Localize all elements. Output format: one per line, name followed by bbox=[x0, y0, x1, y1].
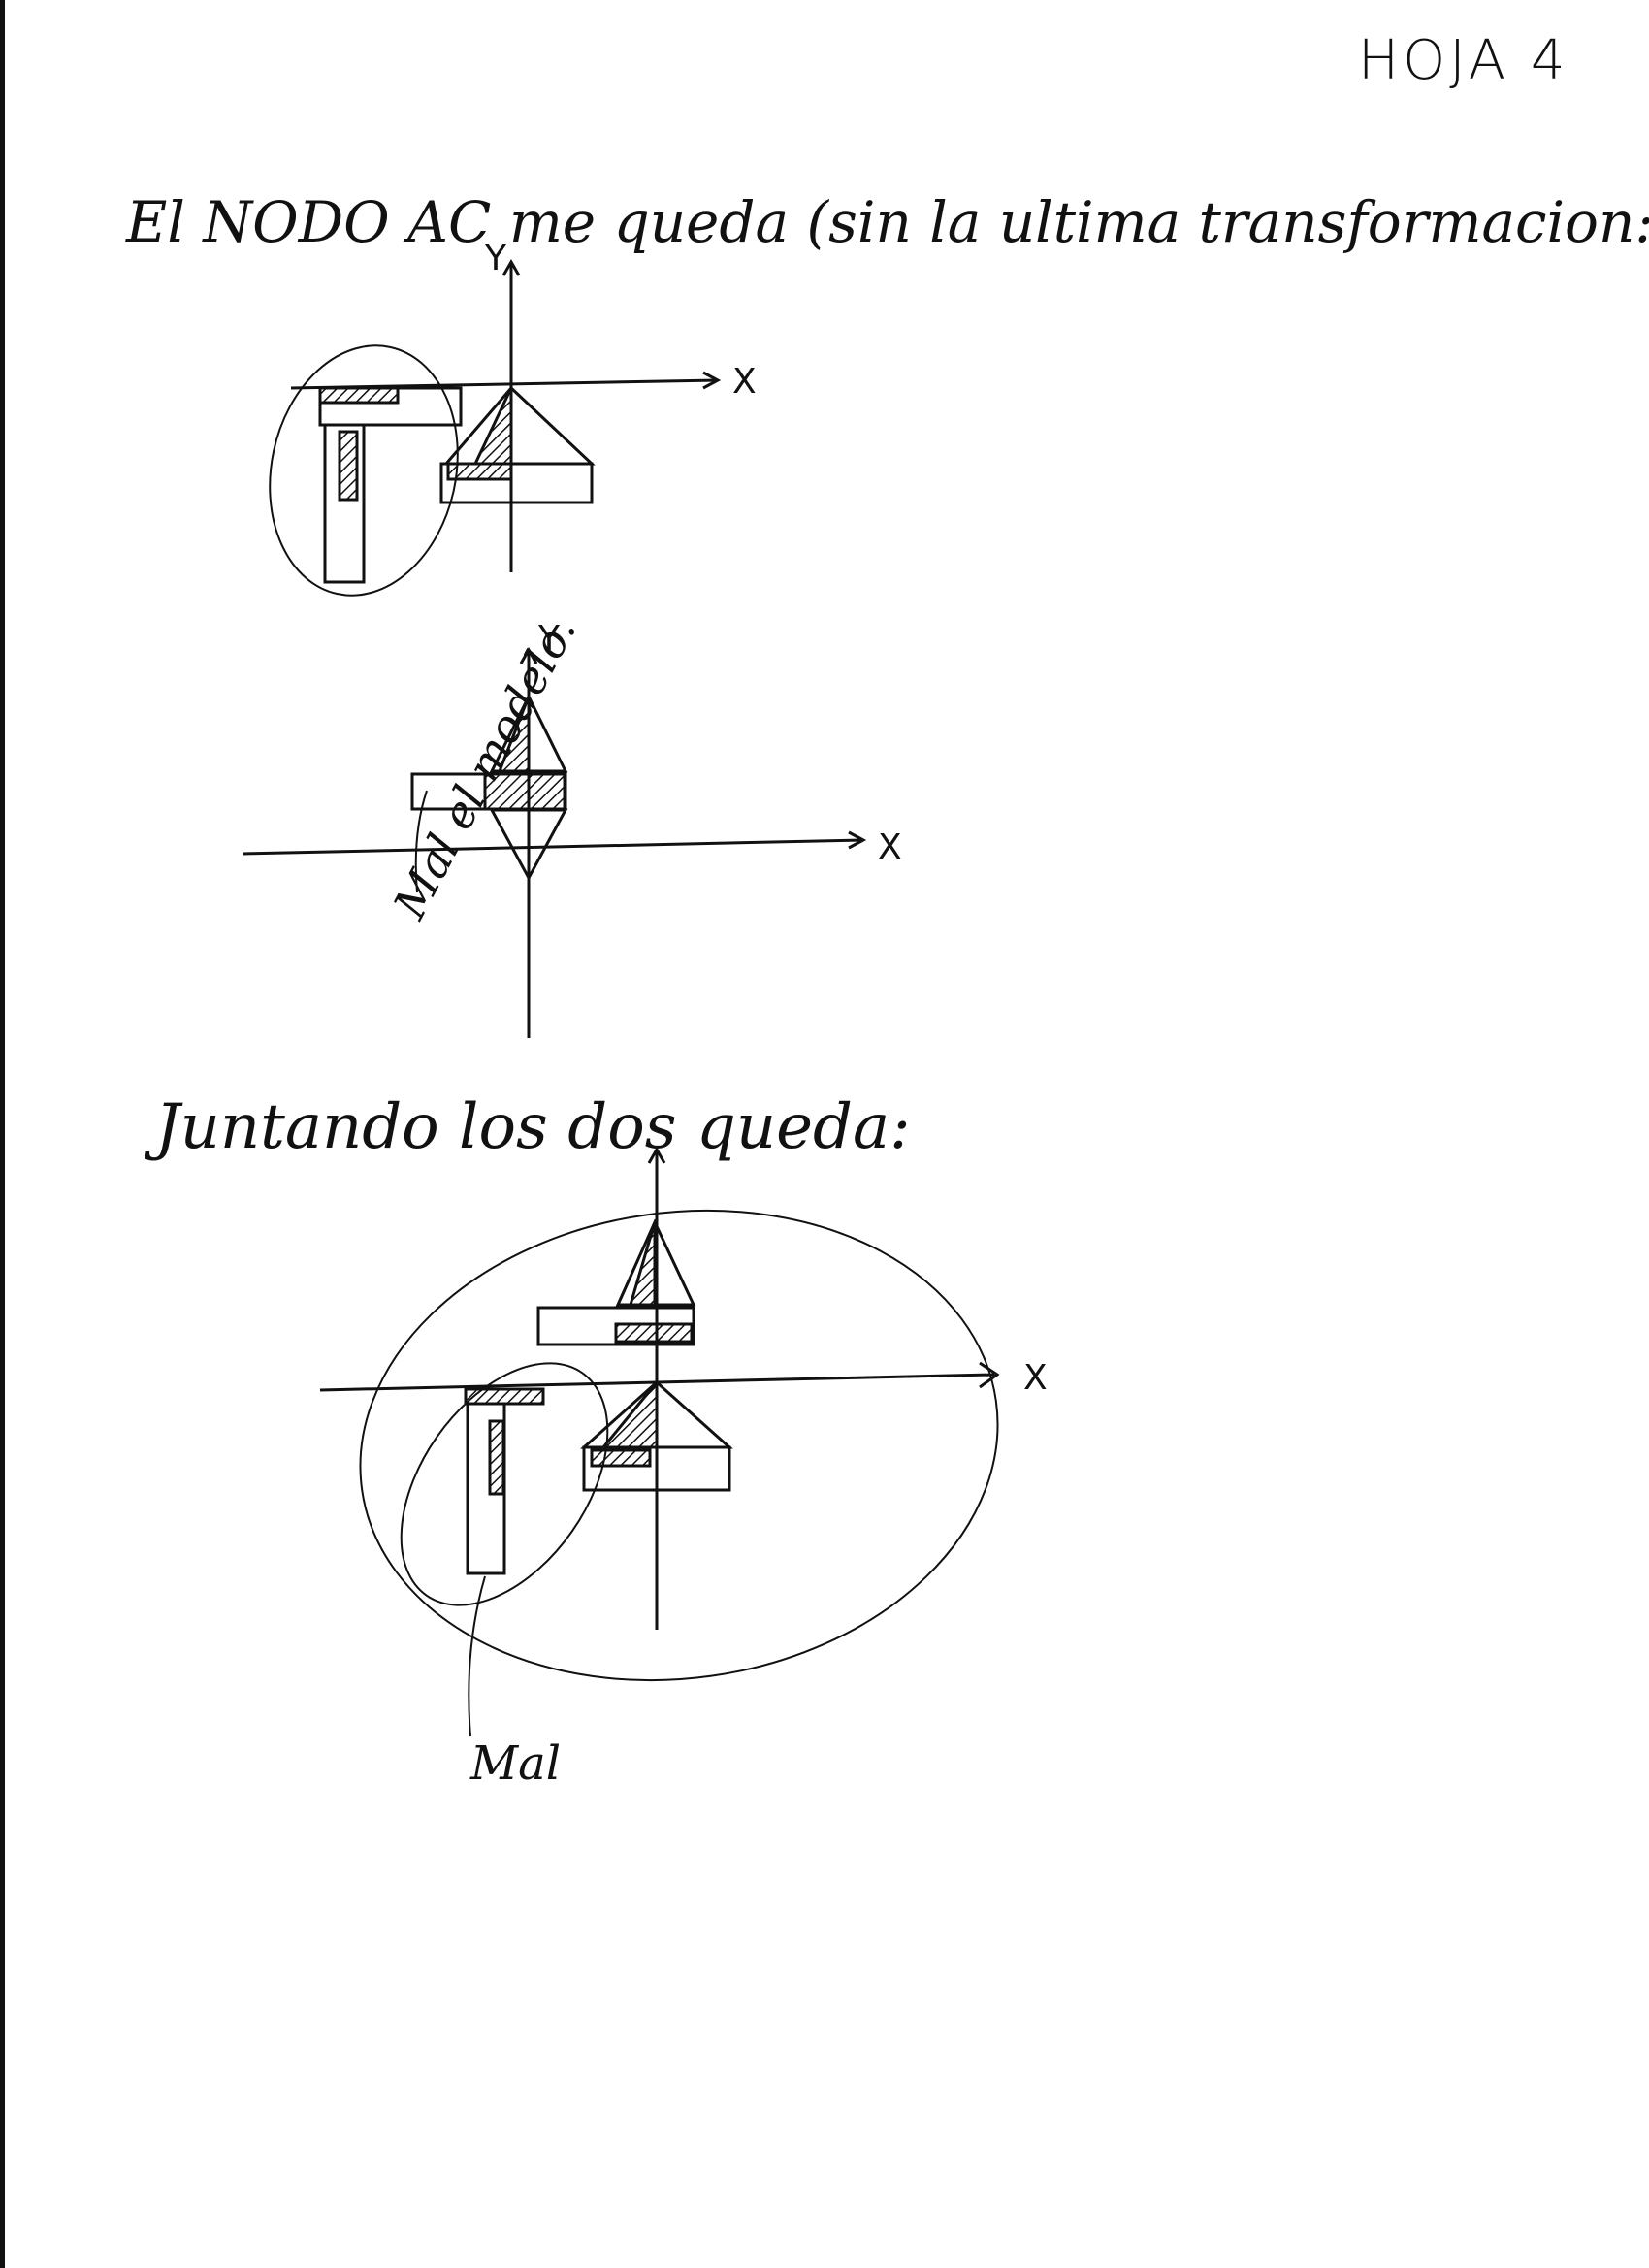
sketch-2-pointer bbox=[414, 790, 428, 893]
sketch-1-triangle-shade bbox=[472, 387, 513, 466]
sketch-1-vertical-bar bbox=[323, 423, 366, 584]
sketch-1-triangle bbox=[442, 385, 596, 466]
sketch-2-y-arrow bbox=[519, 646, 538, 664]
sketch-3-lower-bar-hatch bbox=[590, 1448, 652, 1468]
sketch-2-x-axis bbox=[242, 838, 864, 856]
sketch-1-base-bar bbox=[439, 462, 594, 504]
sketch-3-small-circle bbox=[400, 1362, 609, 1606]
sketch-2-bar-hatch bbox=[483, 772, 566, 811]
sketch-1: X Y bbox=[269, 239, 757, 597]
sketch-2-x-arrow bbox=[848, 830, 867, 850]
sketch-3-upper-shade bbox=[628, 1221, 657, 1307]
sketch-1-hatched-vertical bbox=[338, 430, 359, 502]
sketch-1-x-label: X bbox=[732, 362, 757, 402]
sketch-3-x-arrow bbox=[979, 1361, 1000, 1389]
sketch-3-x-label: X bbox=[1023, 1358, 1048, 1398]
caption-joined: Juntando los dos queda: bbox=[155, 1091, 911, 1163]
heading-text: El NODO AC me queda (sin la ultima trans… bbox=[126, 189, 1649, 255]
sketch-3-upper-bar bbox=[536, 1306, 695, 1346]
sketch-2: X Y bbox=[242, 619, 902, 1038]
sketch-2-x-label: X bbox=[878, 827, 902, 867]
sketch-2-y-label: Y bbox=[537, 619, 561, 659]
sketch-3-lower-shade bbox=[599, 1377, 659, 1449]
sketch-3-upper-bar-hatch bbox=[614, 1322, 694, 1344]
sketch-3: X bbox=[319, 1146, 1048, 1737]
scan-edge bbox=[0, 0, 5, 2268]
sketch-2-upper-shade bbox=[497, 696, 531, 773]
sketch-3-hatched-bar bbox=[464, 1387, 545, 1406]
sheet-label: HOJA 4 bbox=[1358, 29, 1569, 92]
sketch-3-lower-bar bbox=[582, 1445, 731, 1492]
sketch-3-y-arrow bbox=[647, 1146, 666, 1164]
sketch-3-hatched-vertical bbox=[488, 1419, 505, 1496]
note-mal: Mal bbox=[470, 1736, 562, 1791]
sketch-1-hatched-bar bbox=[318, 386, 400, 405]
sketch-1-x-arrow bbox=[702, 371, 722, 390]
sketch-1-circle bbox=[269, 344, 459, 597]
sketch-1-y-arrow bbox=[501, 258, 521, 276]
sketch-3-pointer bbox=[468, 1575, 486, 1737]
sketch-3-large-circle bbox=[359, 1209, 999, 1682]
sketch-1-base-hatch bbox=[446, 462, 513, 481]
sketch-1-y-label: Y bbox=[484, 239, 507, 278]
